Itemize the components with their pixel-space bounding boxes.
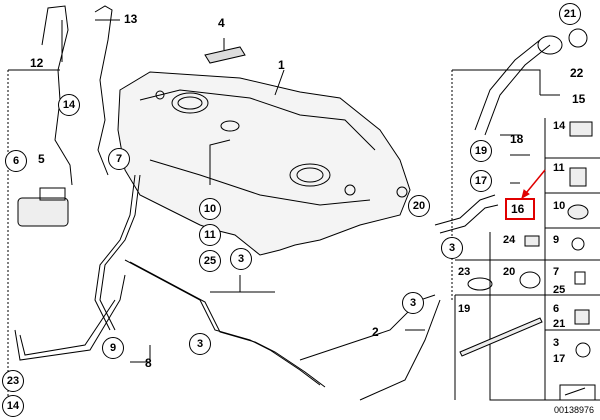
label-part-3d[interactable]: 3 — [402, 292, 424, 314]
label-part-16[interactable]: 16 — [511, 202, 525, 216]
label-part-21[interactable]: 21 — [559, 3, 581, 25]
label-part-5[interactable]: 5 — [38, 152, 45, 166]
label-part-1[interactable]: 1 — [278, 58, 285, 72]
label-part-22[interactable]: 22 — [570, 66, 584, 80]
label-part-11-grid[interactable]: 11 — [553, 162, 565, 174]
highlight-part-16[interactable] — [505, 198, 535, 220]
label-part-7[interactable]: 7 — [108, 148, 130, 170]
label-part-25[interactable]: 25 — [199, 250, 221, 272]
label-part-6-grid[interactable]: 6 — [553, 303, 560, 315]
label-part-3a[interactable]: 3 — [230, 248, 252, 270]
label-part-21-grid[interactable]: 21 — [553, 318, 566, 330]
label-part-3c[interactable]: 3 — [441, 237, 463, 259]
label-part-17[interactable]: 17 — [470, 170, 492, 192]
label-part-14[interactable]: 14 — [58, 94, 80, 116]
label-part-20-grid[interactable]: 20 — [503, 266, 516, 278]
label-part-8[interactable]: 8 — [145, 356, 152, 370]
label-part-14-grid[interactable]: 14 — [553, 120, 566, 132]
label-part-11[interactable]: 11 — [199, 224, 221, 246]
label-part-19[interactable]: 19 — [470, 140, 492, 162]
label-part-9[interactable]: 9 — [102, 337, 124, 359]
label-part-3-grid[interactable]: 3 — [553, 337, 560, 349]
label-part-19-grid[interactable]: 19 — [458, 303, 471, 315]
label-part-13[interactable]: 13 — [124, 12, 138, 26]
label-part-23-grid[interactable]: 23 — [458, 266, 471, 278]
label-part-20[interactable]: 20 — [408, 195, 430, 217]
label-part-9-grid[interactable]: 9 — [553, 234, 560, 246]
label-part-25-grid[interactable]: 25 — [553, 284, 566, 296]
label-part-2[interactable]: 2 — [372, 325, 379, 339]
label-part-7-grid[interactable]: 7 — [553, 266, 560, 278]
label-part-12[interactable]: 12 — [30, 56, 44, 70]
label-part-18[interactable]: 18 — [510, 132, 524, 146]
fuel-tank — [117, 71, 411, 256]
label-part-6[interactable]: 6 — [5, 150, 27, 172]
label-part-3b[interactable]: 3 — [189, 333, 211, 355]
document-number: 00138976 — [554, 405, 595, 415]
label-part-17-grid[interactable]: 17 — [553, 353, 566, 365]
label-part-10[interactable]: 10 — [199, 198, 221, 220]
label-part-15[interactable]: 15 — [572, 92, 586, 106]
label-part-10-grid[interactable]: 10 — [553, 200, 566, 212]
label-part-23[interactable]: 23 — [2, 370, 24, 392]
label-part-4[interactable]: 4 — [218, 16, 225, 30]
label-part-24[interactable]: 24 — [503, 234, 516, 246]
label-part-14b[interactable]: 14 — [2, 395, 24, 417]
